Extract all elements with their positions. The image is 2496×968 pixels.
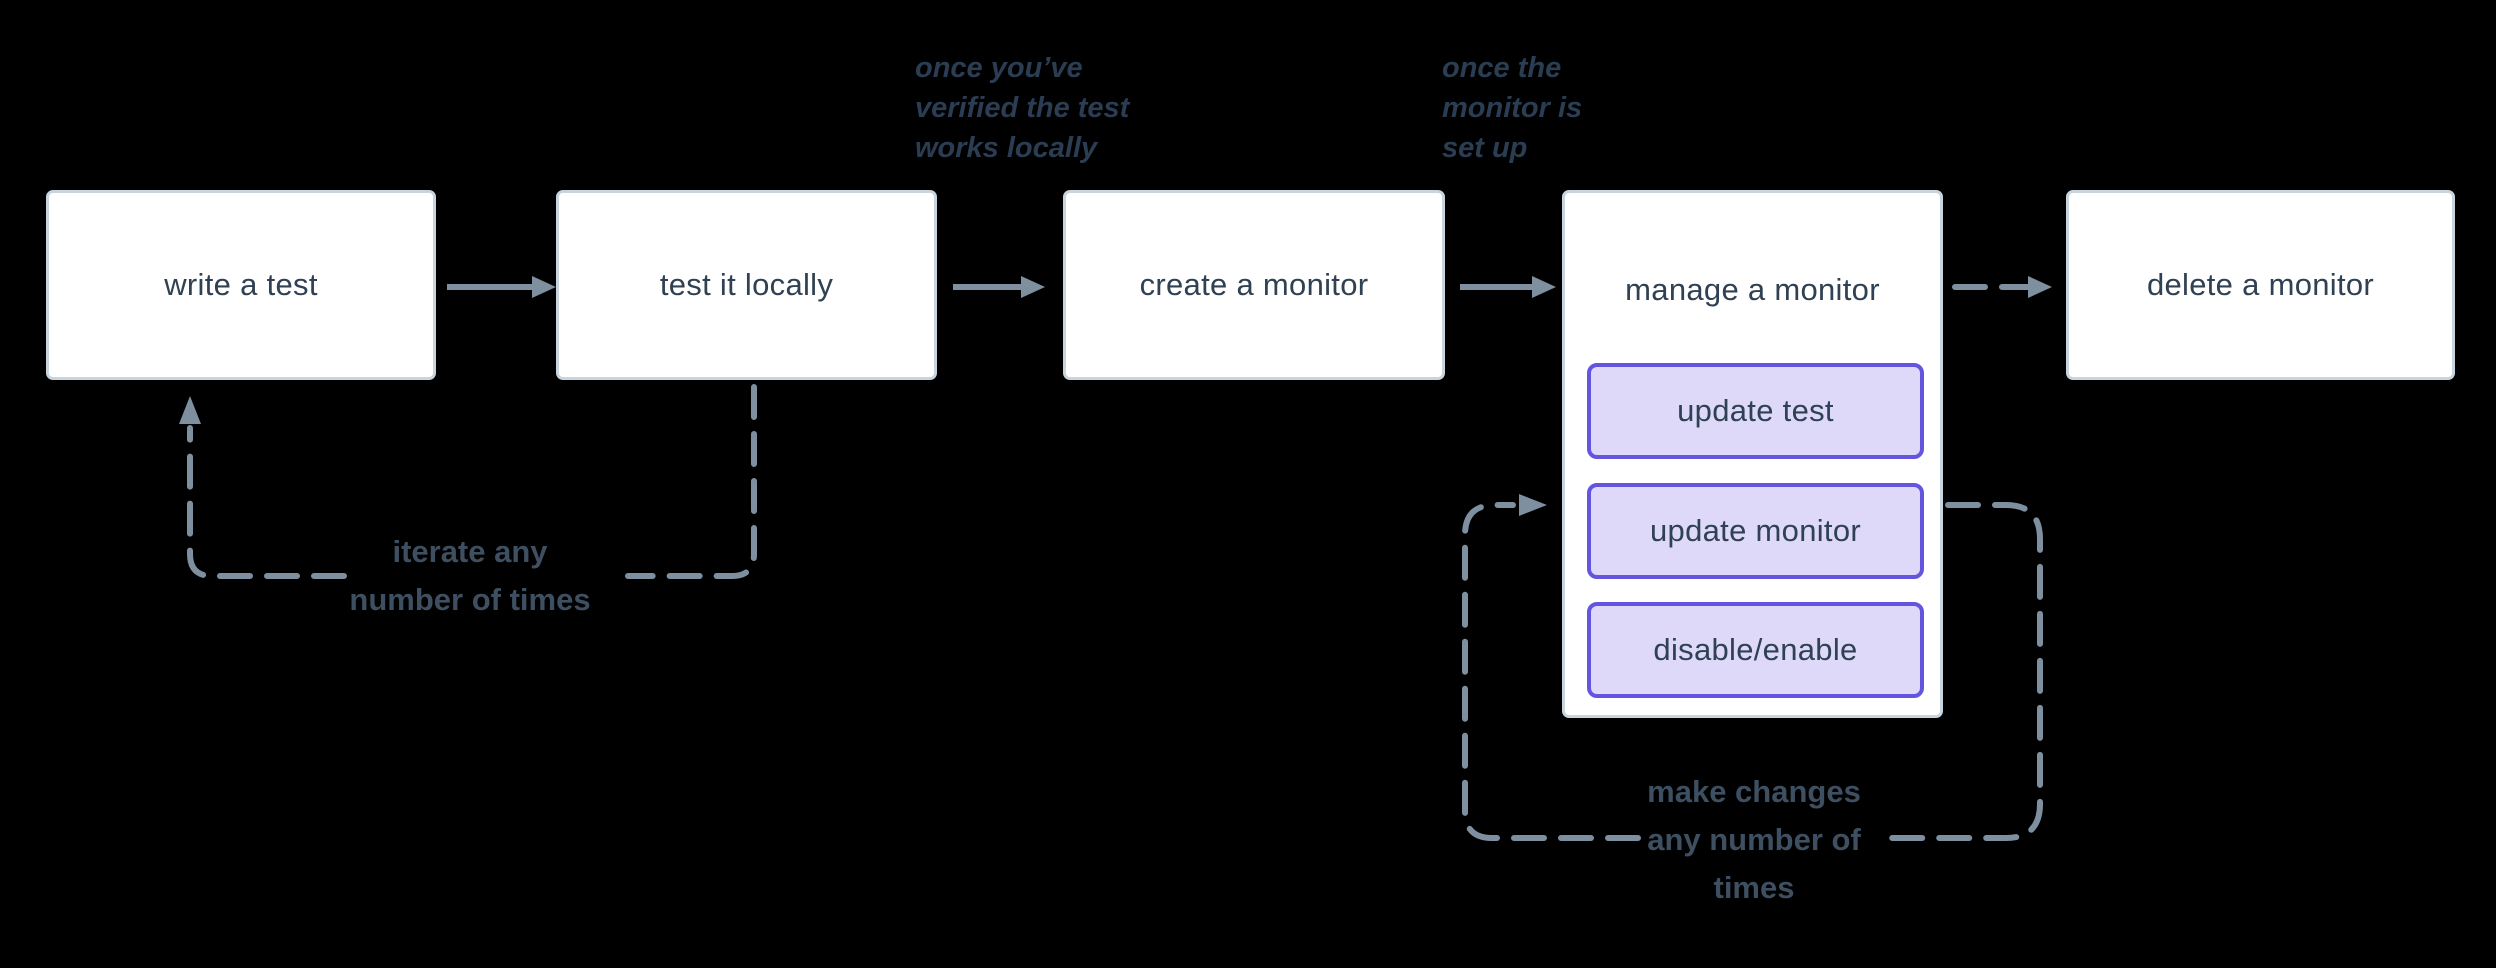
arrow-right-icon xyxy=(447,276,556,298)
loop-caption-line: iterate any xyxy=(392,534,548,569)
annotation-line: works locally xyxy=(915,132,1098,164)
loop-caption-line: times xyxy=(1713,870,1795,905)
annotation-line: monitor is xyxy=(1442,92,1583,124)
annotation-line: once you’ve xyxy=(915,52,1083,84)
node-label: delete a monitor xyxy=(2146,267,2375,302)
loop-caption-iterate: iterate any number of times xyxy=(270,528,670,624)
annotation-line: verified the test xyxy=(915,92,1130,124)
arrow-right-icon xyxy=(953,276,1045,298)
make-changes-loop-arrow xyxy=(1462,494,2043,841)
loop-caption-line: make changes xyxy=(1647,774,1861,809)
node-label: create a monitor xyxy=(1139,267,1369,302)
loop-caption-make-changes: make changes any number of times xyxy=(1554,768,1954,912)
annotation-line: set up xyxy=(1442,132,1528,164)
node-create-a-monitor: create a monitor xyxy=(1063,190,1445,380)
node-label: write a test xyxy=(164,267,318,302)
node-label: test it locally xyxy=(659,267,834,302)
node-header: manage a monitor xyxy=(1565,193,1940,387)
node-write-a-test: write a test xyxy=(46,190,436,380)
action-update-monitor: update monitor xyxy=(1587,483,1924,579)
dashed-arrow-right-icon xyxy=(1952,276,2052,298)
loop-caption-line: any number of xyxy=(1647,822,1861,857)
action-update-test: update test xyxy=(1587,363,1924,459)
node-test-it-locally: test it locally xyxy=(556,190,937,380)
loop-caption-line: number of times xyxy=(349,582,591,617)
node-delete-a-monitor: delete a monitor xyxy=(2066,190,2455,380)
annotation-verified-locally: once you’ve verified the test works loca… xyxy=(915,48,1129,168)
iterate-loop-arrow xyxy=(179,384,757,579)
node-manage-a-monitor: manage a monitor update test update moni… xyxy=(1562,190,1943,718)
arrow-right-icon xyxy=(1460,276,1556,298)
action-label: update monitor xyxy=(1650,513,1861,548)
annotation-monitor-set-up: once the monitor is set up xyxy=(1442,48,1582,168)
action-label: update test xyxy=(1677,393,1834,428)
action-label: disable/enable xyxy=(1653,632,1858,667)
annotation-line: once the xyxy=(1442,52,1562,84)
node-label: manage a monitor xyxy=(1625,272,1880,307)
action-disable-enable: disable/enable xyxy=(1587,602,1924,698)
